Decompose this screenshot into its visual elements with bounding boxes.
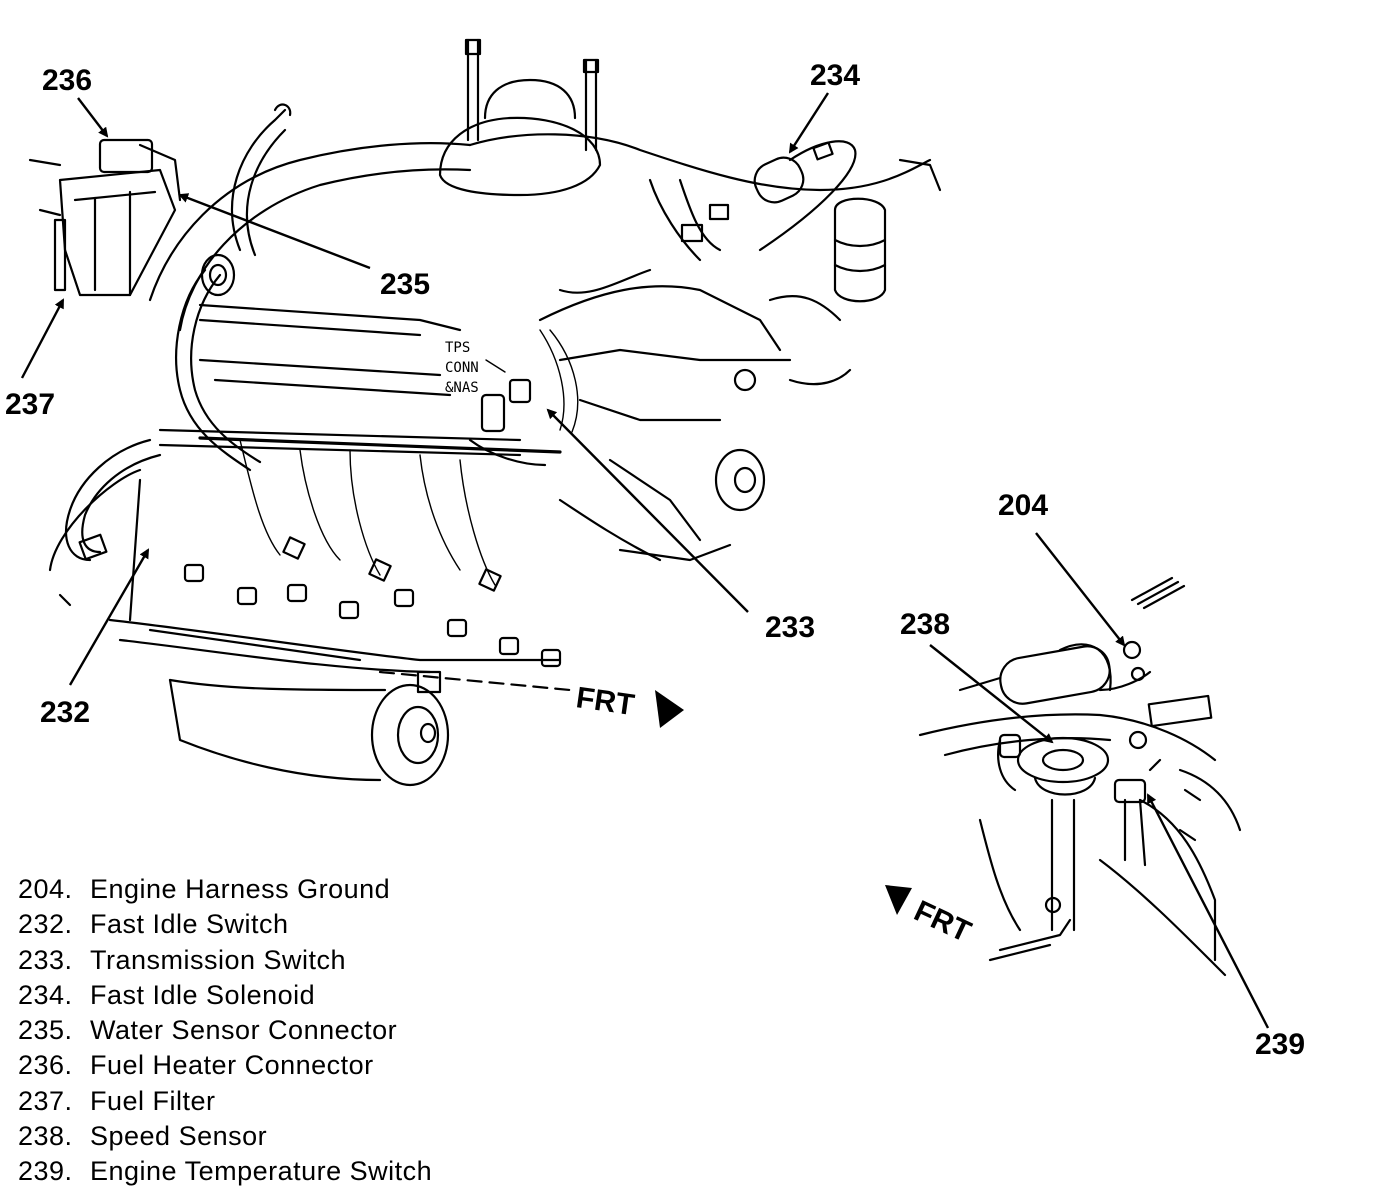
- legend-label: Fast Idle Switch: [90, 909, 289, 940]
- main-leaders: [20, 92, 830, 686]
- legend-label: Engine Harness Ground: [90, 874, 391, 904]
- legend-label: Water Sensor Connector: [90, 1015, 398, 1046]
- legend-number: 237.: [18, 1085, 73, 1116]
- legend-item: 232. Fast Idle Switch: [18, 907, 638, 942]
- starter-motor: [168, 670, 450, 787]
- callout-239: 239: [1255, 1028, 1305, 1061]
- legend-label: Fuel Heater Connector: [90, 1050, 374, 1081]
- exhaust-ports: [183, 563, 562, 668]
- legend-number: 239.: [18, 1156, 73, 1187]
- legend-item: 234. Fast Idle Solenoid: [18, 978, 638, 1013]
- inset-illustration: [918, 576, 1242, 977]
- legend-number: 233.: [18, 944, 73, 975]
- tps-label-line3: &NAS: [445, 380, 479, 396]
- callout-238: 238: [900, 608, 950, 641]
- inset-leaders: [929, 532, 1270, 1029]
- callout-234: 234: [810, 59, 860, 92]
- engine-illustration: [28, 38, 942, 787]
- callout-233: 233: [765, 611, 815, 644]
- parts-legend: 204. Engine Harness Ground 232. Fast Idl…: [18, 872, 638, 1190]
- fuel-filter-assembly: [28, 138, 182, 297]
- fast-idle-solenoid: [753, 140, 942, 303]
- legend-item: 239. Engine Temperature Switch: [18, 1154, 638, 1189]
- legend-item: 237. Fuel Filter: [18, 1084, 638, 1119]
- legend-label: Transmission Switch: [90, 944, 347, 975]
- callout-236: 236: [42, 64, 92, 97]
- frt-arrow-inset: FRT: [885, 885, 976, 949]
- legend-item: 235. Water Sensor Connector: [18, 1013, 638, 1048]
- legend-number: 232.: [18, 909, 73, 940]
- legend-number: 234.: [18, 979, 73, 1010]
- tps-label-line1: TPS: [445, 340, 470, 356]
- legend-item: 204. Engine Harness Ground: [18, 872, 638, 907]
- frt-label-inset: FRT: [909, 894, 976, 949]
- legend-item: 238. Speed Sensor: [18, 1119, 638, 1154]
- tps-label-line2: CONN: [445, 360, 479, 376]
- callout-237: 237: [5, 388, 55, 421]
- legend-label: Fast Idle Solenoid: [90, 979, 316, 1010]
- callout-235: 235: [380, 268, 430, 301]
- legend-label: Speed Sensor: [90, 1121, 268, 1152]
- legend-label: Engine Temperature Switch: [90, 1156, 433, 1187]
- callout-204: 204: [998, 489, 1048, 522]
- legend-item: 233. Transmission Switch: [18, 943, 638, 978]
- legend-number: 235.: [18, 1015, 73, 1046]
- callout-232: 232: [40, 696, 90, 729]
- legend-label: Fuel Filter: [90, 1085, 216, 1116]
- frt-arrow-main: FRT: [378, 670, 684, 728]
- legend-number: 204.: [18, 874, 73, 904]
- legend-number: 236.: [18, 1050, 73, 1081]
- frt-label-main: FRT: [574, 681, 636, 722]
- legend-number: 238.: [18, 1121, 73, 1152]
- legend-item: 236. Fuel Heater Connector: [18, 1048, 638, 1083]
